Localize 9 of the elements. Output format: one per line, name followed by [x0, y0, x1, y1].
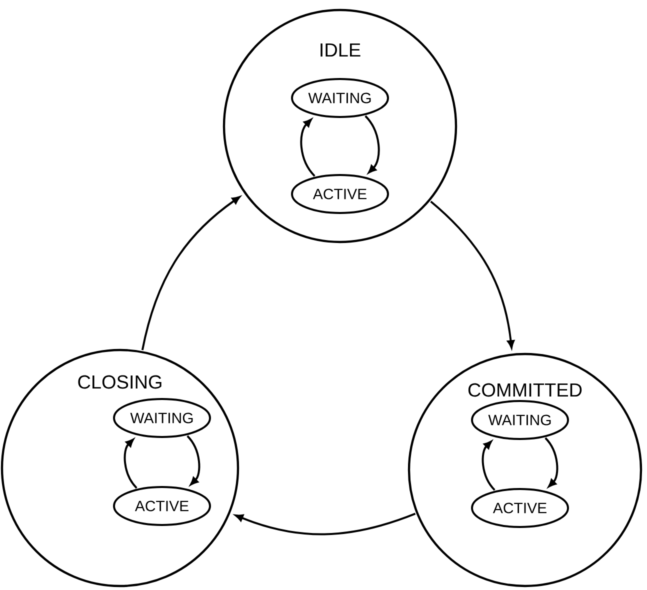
- transition-arrow: [364, 115, 380, 174]
- transition-arrow: [186, 435, 200, 486]
- transition-arrow: [430, 200, 514, 348]
- transition-arrow: [235, 512, 416, 536]
- transition-arrow: [141, 196, 240, 350]
- transition-arrow: [124, 438, 138, 489]
- transition-arrow: [544, 437, 558, 488]
- transition-arrow: [482, 440, 496, 491]
- transition-arrow: [300, 118, 316, 177]
